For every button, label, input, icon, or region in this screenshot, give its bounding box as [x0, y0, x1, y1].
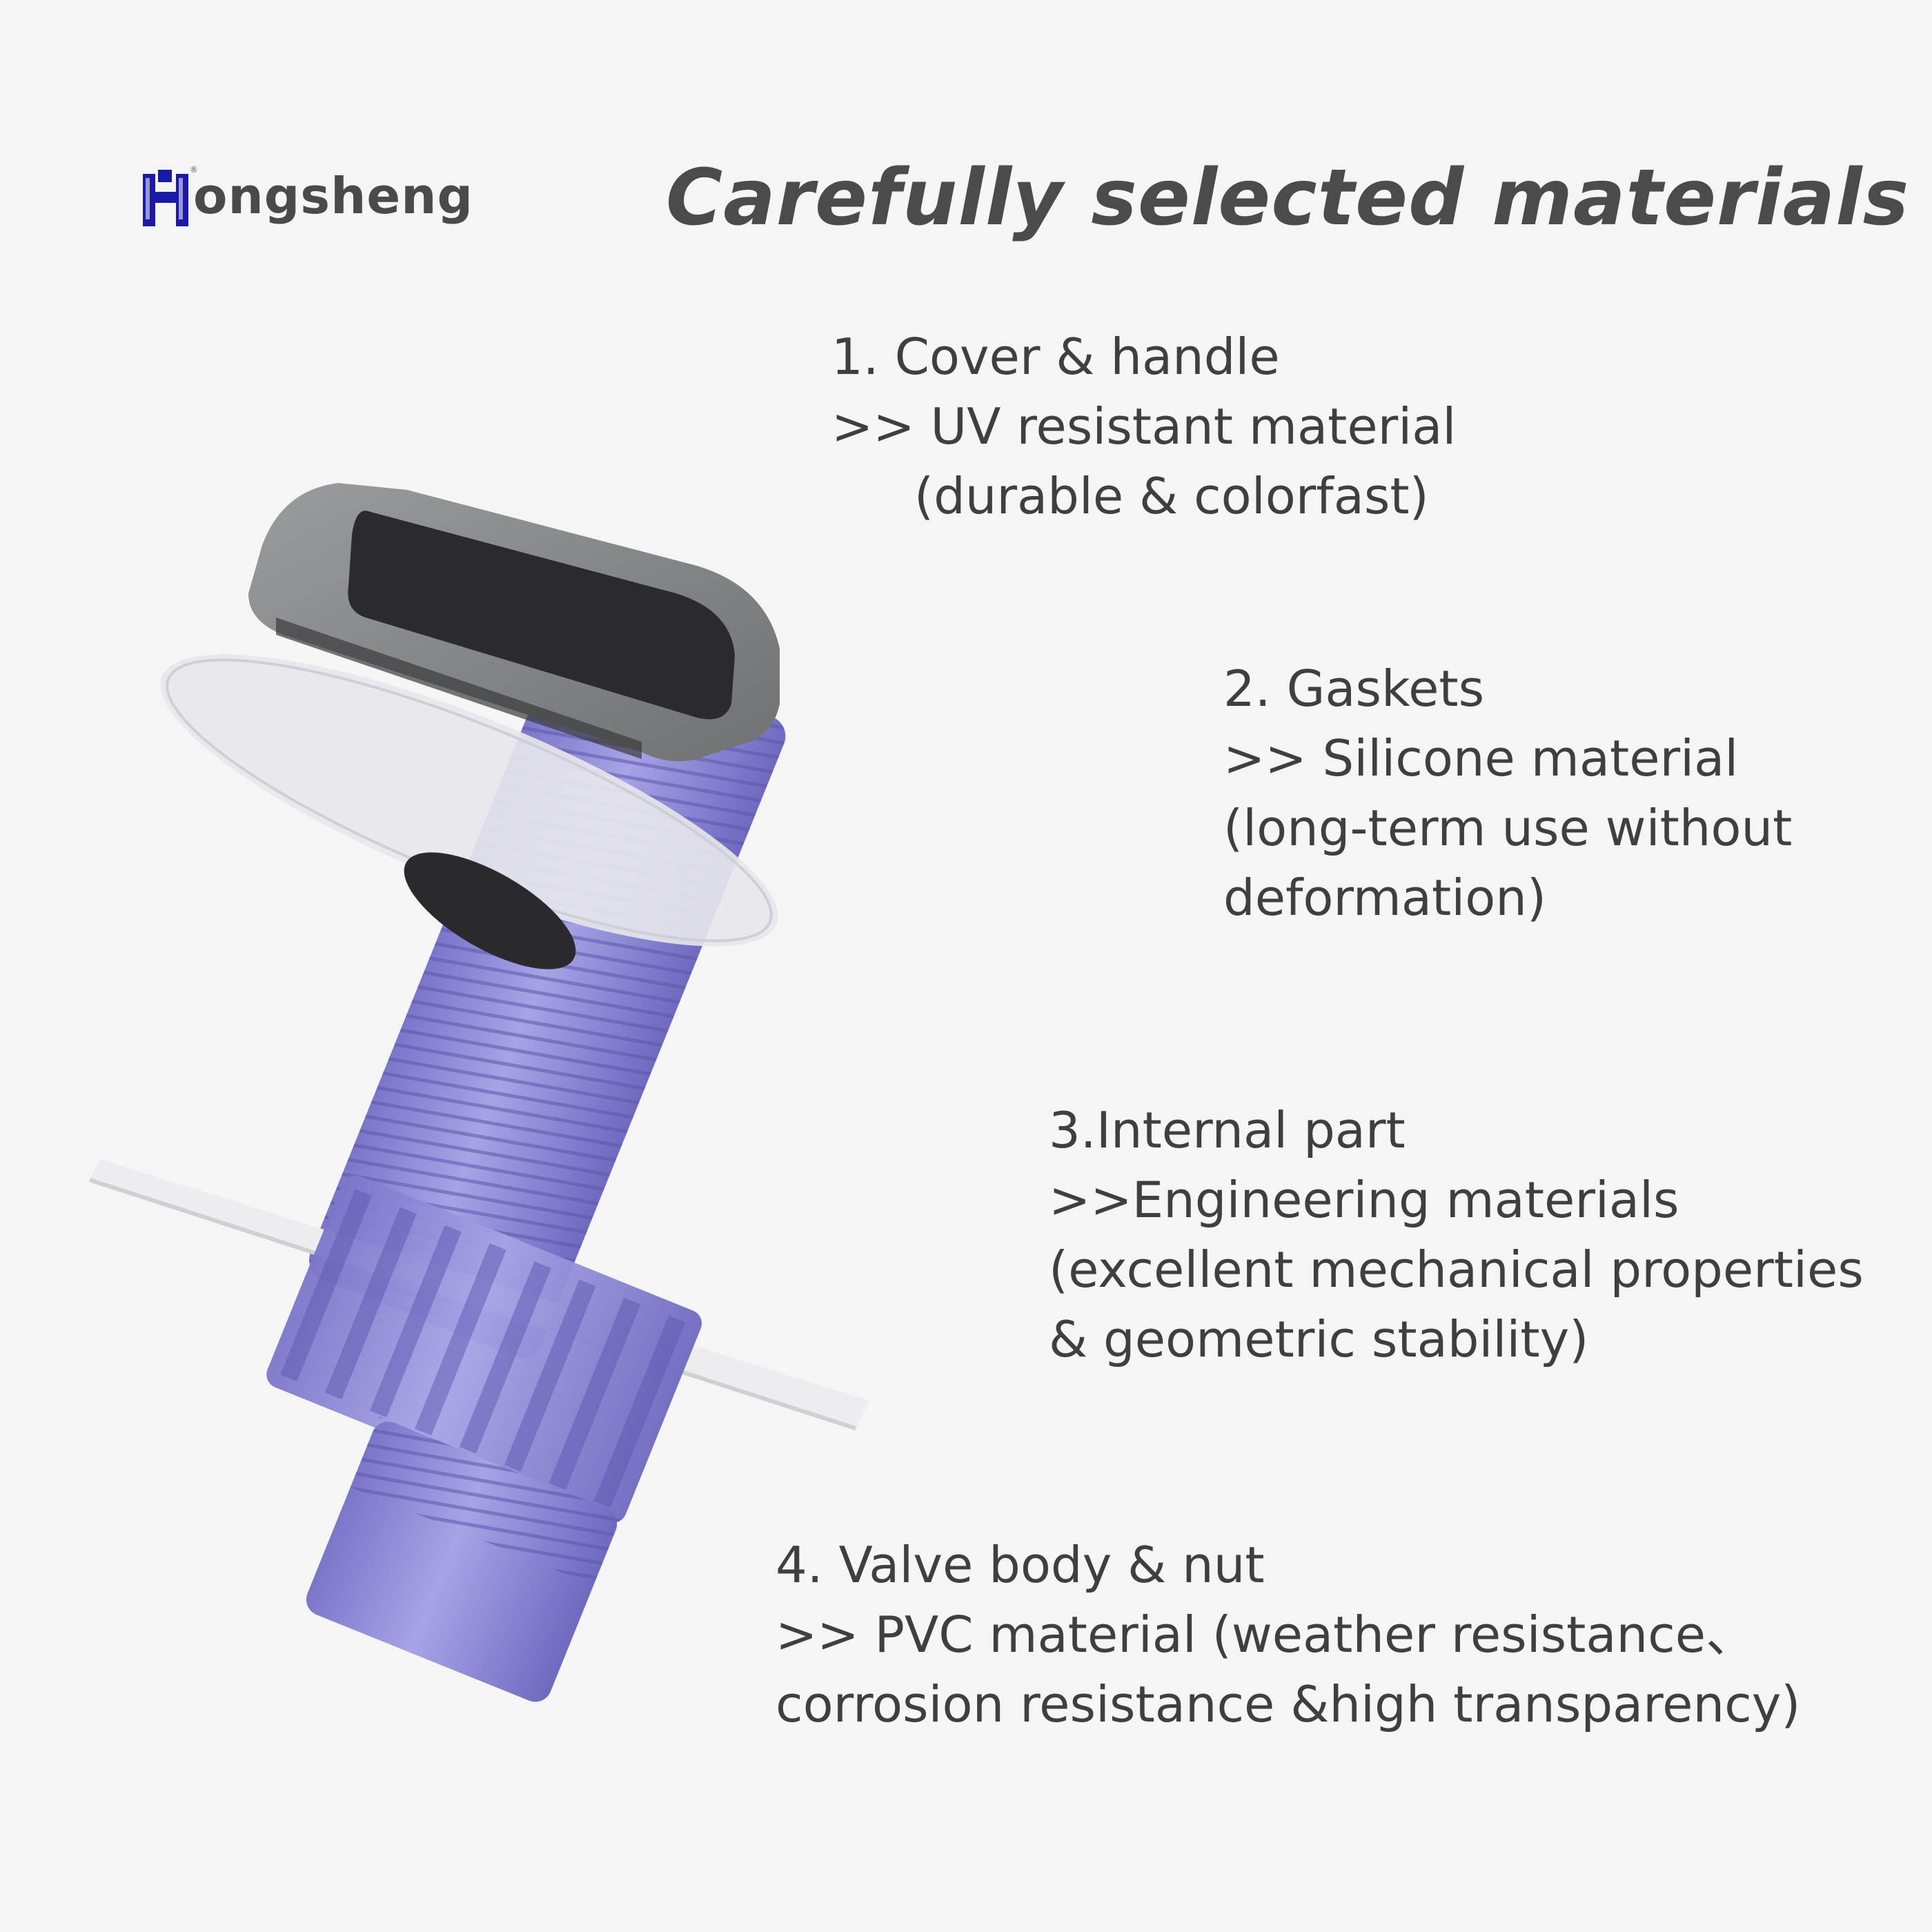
- callout-gaskets: 2. Gaskets >> Silicone material (long-te…: [1223, 654, 1792, 933]
- callout-line: >> UV resistant material: [831, 397, 1457, 455]
- logo-wordmark: ongsheng: [193, 167, 474, 225]
- logo-mark-icon: ®: [143, 165, 197, 226]
- cover-and-handle: [248, 483, 780, 762]
- callout-heading: 2. Gaskets: [1223, 660, 1485, 718]
- callout-internal-part: 3.Internal part >>Engineering materials …: [1049, 1096, 1864, 1374]
- callout-line: & geometric stability): [1049, 1310, 1589, 1368]
- callout-line: >> PVC material (weather resistance、: [776, 1606, 1756, 1664]
- registered-mark: ®: [190, 165, 197, 175]
- callout-line: >>Engineering materials: [1049, 1171, 1679, 1229]
- callout-line: deformation): [1223, 869, 1546, 927]
- callout-cover-handle: 1. Cover & handle >> UV resistant materi…: [831, 322, 1456, 531]
- callout-line: (long-term use without: [1223, 799, 1793, 857]
- callout-heading: 1. Cover & handle: [831, 328, 1280, 386]
- tank-connector-product-image: [89, 483, 869, 1702]
- callout-line: (excellent mechanical properties: [1049, 1241, 1864, 1299]
- callout-heading: 4. Valve body & nut: [776, 1536, 1265, 1594]
- callout-valve-body-nut: 4. Valve body & nut >> PVC material (wea…: [776, 1530, 1800, 1739]
- callout-line: >> Silicone material: [1223, 729, 1739, 787]
- internal-part-opening: [404, 852, 576, 969]
- nut: [266, 1175, 702, 1523]
- callout-line: (durable & colorfast): [914, 467, 1429, 525]
- page-title: Carefully selected materials: [666, 153, 1910, 243]
- brand-logo: ® ongsheng: [141, 164, 473, 240]
- callout-line: corrosion resistance &high transparency): [776, 1675, 1801, 1733]
- callout-heading: 3.Internal part: [1049, 1101, 1406, 1159]
- valve-body: [306, 1417, 622, 1702]
